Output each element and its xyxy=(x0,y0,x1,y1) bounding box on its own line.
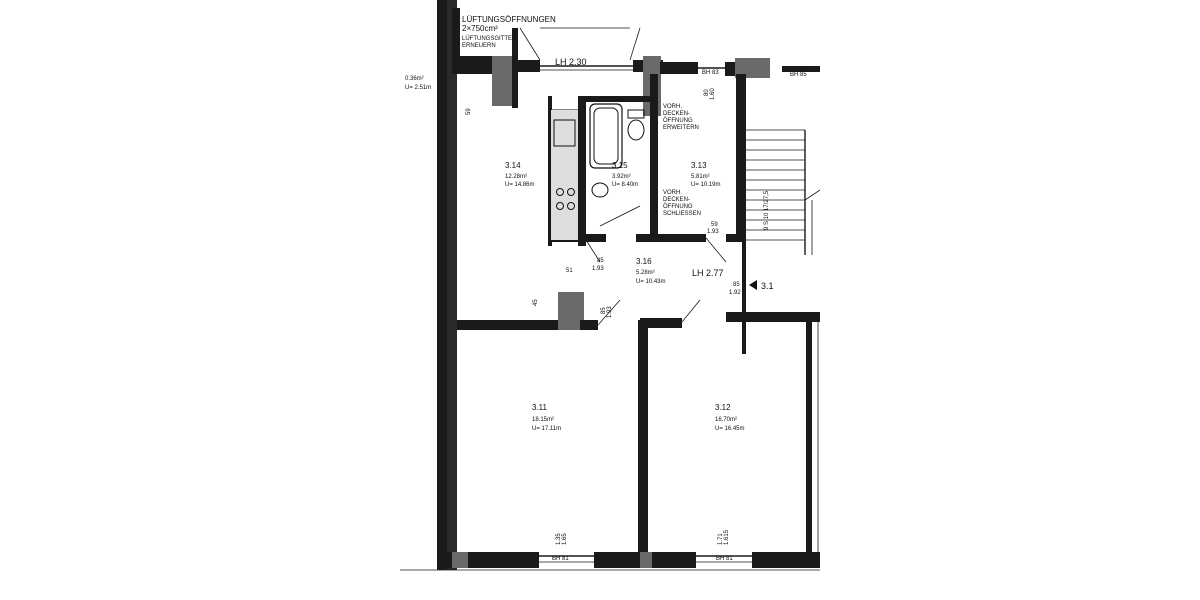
sill-height-85: BH 85 xyxy=(790,72,807,78)
room-area: 5.81m² xyxy=(691,174,710,180)
room-perimeter: U= 10.19m xyxy=(691,182,721,188)
room-3-15: 3.15 3.92m² U= 8.40m xyxy=(612,161,638,188)
room-3-14: 3.14 12.28m² U= 14.86m xyxy=(505,161,535,188)
room-area: 3.92m² xyxy=(612,174,631,180)
dim-165-b: 1.615 xyxy=(724,529,730,545)
dim-192: 1.92 xyxy=(729,290,741,296)
dimension-labels: 59 85 1.93 85 1.93 85 1.92 51 45 59 1.93… xyxy=(466,88,741,545)
room-area: 5.28m² xyxy=(636,270,655,276)
room-id: 3.11 xyxy=(532,403,548,412)
dim-135: 1.35 xyxy=(556,533,562,545)
dim-85-b: 85 xyxy=(601,307,607,314)
outer-area: 0.36m² xyxy=(405,76,424,82)
room-area: 12.28m² xyxy=(505,174,527,180)
sill-height-81-right: BH 81 xyxy=(716,556,733,562)
room-area: 16.70m² xyxy=(715,417,737,423)
ceiling-close-l1: VORH. xyxy=(663,190,682,196)
vent-title: LÜFTUNGSÖFFNUNGEN xyxy=(462,15,556,24)
room-id: 3.12 xyxy=(715,403,731,412)
dim-85-a: 85 xyxy=(597,258,604,264)
entry-arrow-icon xyxy=(749,280,757,290)
room-id: 3.14 xyxy=(505,161,521,170)
ceiling-close-l2: DECKEN- xyxy=(663,197,690,203)
dim-193-b: 1.93 xyxy=(607,306,613,318)
entry-marker: 3.1 xyxy=(761,281,774,291)
room-id: 3.16 xyxy=(636,257,652,266)
dim-51: 51 xyxy=(566,268,573,274)
ceiling-widen-l1: VORH. xyxy=(663,104,682,110)
sill-height-81-left: BH 81 xyxy=(552,556,569,562)
room-3-16: 3.16 5.28m² U= 10.43m xyxy=(636,257,666,285)
vent-size: 2×750cm² xyxy=(462,24,498,33)
dim-45: 45 xyxy=(533,299,539,306)
room-perimeter: U= 10.43m xyxy=(636,279,666,285)
dim-85-c: 85 xyxy=(733,282,740,288)
ceiling-close-l3: ÖFFNUNG xyxy=(663,203,693,210)
dim-59-b: 59 xyxy=(711,222,718,228)
interior-walls xyxy=(400,74,820,571)
room-area: 18.15m² xyxy=(532,417,554,423)
room-perimeter: U= 14.86m xyxy=(505,182,535,188)
room-perimeter: U= 17.11m xyxy=(532,426,561,432)
ceiling-widen-l3: ÖFFNUNG xyxy=(663,117,693,124)
vent-renew: ERNEUERN xyxy=(462,43,496,49)
dim-171: 1.71 xyxy=(718,533,724,545)
kitchen-counter xyxy=(550,109,579,241)
room-id: 3.13 xyxy=(691,161,707,170)
ceiling-close-l4: SCHLIESSEN xyxy=(663,211,701,217)
dim-165-a: 1.65 xyxy=(562,533,568,545)
room-id: 3.15 xyxy=(612,161,628,170)
vent-grid: LÜFTUNGSGITTER xyxy=(462,35,517,42)
toilet xyxy=(627,109,645,141)
ceiling-height-mid: LH 2.77 xyxy=(692,268,724,278)
dim-80: 80 xyxy=(704,89,710,96)
ceiling-widen-l2: DECKEN- xyxy=(663,111,690,117)
staircase xyxy=(746,129,821,255)
room-3-11: 3.11 18.15m² U= 17.11m xyxy=(532,403,561,432)
annotation-text: LÜFTUNGSÖFFNUNGEN 2×750cm² LÜFTUNGSGITTE… xyxy=(405,15,807,562)
bathtub xyxy=(589,103,623,169)
ceiling-height-top: LH 2.30 xyxy=(555,57,587,67)
room-perimeter: U= 16.45m xyxy=(715,426,745,432)
room-3-13: 3.13 5.81m² U= 10.19m xyxy=(691,161,721,188)
outer-perimeter: U= 2.51m xyxy=(405,85,431,91)
ceiling-widen-l4: ERWEITERN xyxy=(663,125,699,131)
dim-193-a: 1.93 xyxy=(592,266,604,272)
stair-label: 9 S 10 17/27,5 xyxy=(764,190,770,230)
washbasin xyxy=(591,182,609,198)
room-perimeter: U= 8.40m xyxy=(612,182,638,188)
door-swings xyxy=(585,205,727,326)
room-3-12: 3.12 16.70m² U= 16.45m xyxy=(715,403,745,432)
dim-193-c: 1.93 xyxy=(707,229,719,235)
dim-59: 59 xyxy=(466,108,472,115)
dim-160: 1.60 xyxy=(710,88,716,100)
sill-height-83: BH 83 xyxy=(702,70,719,76)
